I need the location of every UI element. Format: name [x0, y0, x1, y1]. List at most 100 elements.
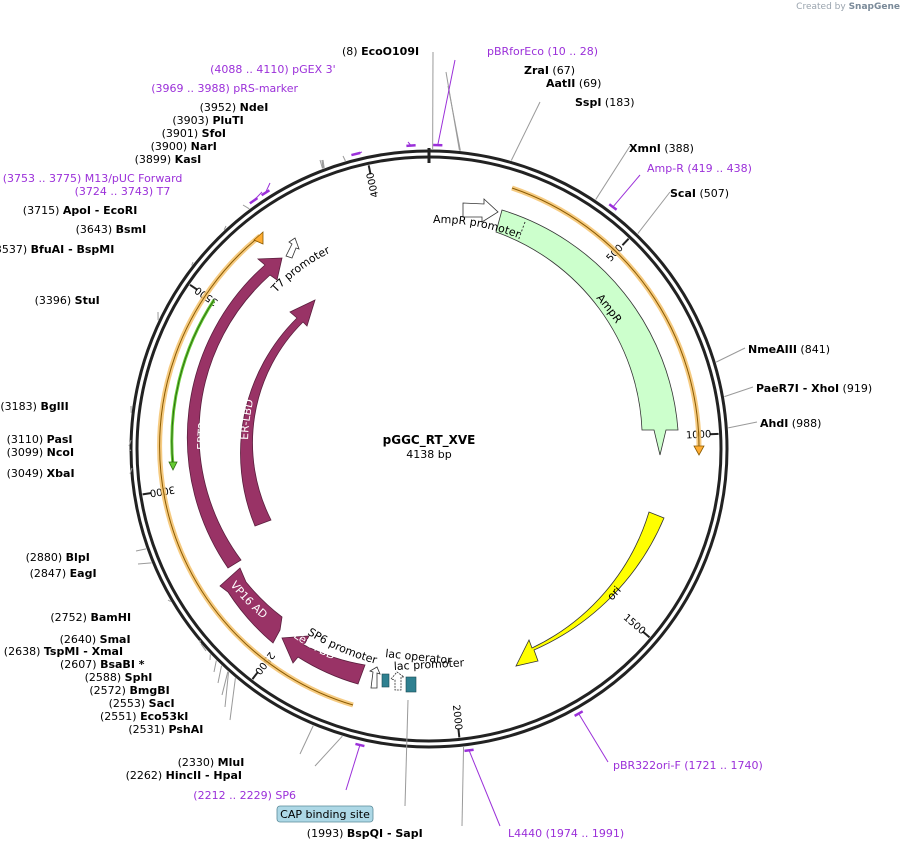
snapgene-credit: Created by SnapGene — [796, 2, 900, 12]
mlui-leader — [299, 725, 314, 755]
primer-pbr322ori-f: pBR322ori-F (1721 .. 1740) — [613, 759, 763, 772]
enzyme-saci: (2553) SacI — [109, 697, 175, 710]
primer-pgex: (4088 .. 4110) pGEX 3' — [210, 63, 336, 76]
aatii-leader — [447, 85, 461, 151]
enzyme-mlui: (2330) MluI — [178, 756, 245, 769]
prs-site — [351, 151, 361, 157]
primer-ampr-primer: Amp-R (419 .. 438) — [647, 162, 752, 175]
tick-mark — [367, 165, 372, 175]
primer-m13: (3753 .. 3775) M13/pUC Forward — [3, 172, 183, 185]
enzyme-xbai: (3049) XbaI — [7, 467, 75, 480]
bami-leader — [167, 599, 171, 603]
vp16-ad-feature — [219, 567, 283, 644]
ncoi-leader — [128, 449, 132, 452]
sfoi-leader — [321, 159, 324, 169]
sp6-leader — [345, 744, 361, 791]
cap-binding-box — [276, 805, 374, 823]
enzyme-bsmi: (3643) BsmI — [76, 223, 147, 236]
orf-arc-right-line — [511, 187, 700, 453]
orf-right-arrowhead — [693, 445, 705, 456]
pluti-leader — [322, 159, 325, 168]
eagi-leader — [137, 562, 152, 565]
cap-leader — [404, 699, 409, 807]
pbr322ori-f-leader — [578, 713, 609, 763]
tick-mark — [457, 728, 461, 738]
m13-site — [260, 189, 271, 197]
ampr-primer-site — [608, 203, 618, 211]
sp6-promoter-feature — [369, 666, 381, 689]
plasmid-name: pGGC_RT_XVE — [383, 433, 476, 448]
enzyme-bmgbi: (2572) BmgBI — [89, 684, 169, 697]
enzyme-eco53ki: (2551) Eco53kI — [100, 710, 188, 723]
tick-mark — [642, 630, 651, 639]
cds-green-arrowhead — [168, 461, 178, 471]
xbai-leader — [129, 467, 133, 474]
pgex-site — [406, 144, 416, 148]
ori-feature — [515, 511, 665, 667]
enzyme-sspi: SspI (183) — [575, 96, 635, 109]
kasi-leader — [319, 159, 323, 169]
saci-leader — [221, 671, 229, 696]
enzyme-sphi: (2588) SphI — [85, 671, 153, 684]
enzyme-eagi: (2847) EagI — [30, 567, 97, 580]
tick-mark — [621, 237, 630, 246]
enzyme-sfoi: (3901) SfoI — [162, 127, 226, 140]
plasmid-size: 4138 bp — [406, 448, 451, 461]
tick-label: 4000 — [365, 171, 381, 198]
primer-prs: (3969 .. 3988) pRS-marker — [151, 82, 298, 95]
enzyme-tspmi: (2638) TspMI - XmaI — [4, 645, 123, 658]
ampr-feature — [495, 209, 679, 456]
primer-t7: (3724 .. 3743) T7 — [75, 185, 171, 198]
tick-mark — [251, 671, 259, 680]
enzyme-bfuai: (3537) BfuAI - BspMI — [0, 243, 114, 256]
apoi-leader — [242, 204, 250, 210]
enzyme-zrai: ZraI (67) — [524, 64, 575, 77]
t7-promoter-feature — [285, 237, 300, 259]
hincii-leader — [314, 735, 343, 767]
tick-label: 1500 — [621, 612, 647, 637]
blpi-leader — [135, 548, 147, 552]
cap-binding-label: CAP binding site — [280, 808, 370, 821]
paer7i-leader — [724, 386, 754, 398]
primer-pbrforeco: pBRforEco (10 .. 28) — [487, 45, 598, 58]
label-leaders — [128, 51, 758, 827]
enzyme-ncoi: (3099) NcoI — [7, 446, 74, 459]
primer-l4440: L4440 (1974 .. 1991) — [508, 827, 624, 840]
l4440-site — [464, 748, 474, 753]
enzyme-blpi: (2880) BlpI — [26, 551, 90, 564]
tick-mark — [189, 283, 198, 291]
pbrforeco-leader — [437, 59, 456, 146]
ampr-split-mark — [517, 221, 526, 242]
enzyme-hincii: (2262) HincII - HpaI — [126, 769, 242, 782]
pasi-leader — [128, 439, 132, 447]
ndei-leader — [342, 155, 346, 162]
er-lbd-feature — [240, 299, 316, 527]
tick-label: 2000 — [450, 704, 464, 730]
tick-mark — [142, 491, 152, 496]
enzyme-bglii: (3183) BglII — [0, 400, 68, 413]
enzyme-stui: (3396) StuI — [35, 294, 100, 307]
enzyme-smai: (2640) SmaI — [60, 633, 131, 646]
tspmi-leader — [200, 643, 207, 652]
enzyme-pluti: (3903) PluTI — [172, 114, 243, 127]
xmni-leader — [595, 145, 631, 200]
cds-green-arc-edge — [171, 299, 215, 467]
enzyme-pshai: (2531) PshAI — [128, 723, 203, 736]
enzyme-ahdi: AhdI (988) — [760, 417, 821, 430]
t7-site — [249, 197, 259, 205]
enzyme-nari: (3900) NarI — [151, 140, 217, 153]
sphi-leader — [213, 660, 217, 673]
enzyme-nmeaiii: NmeAIII (841) — [748, 343, 830, 356]
ert2-feature — [186, 257, 283, 569]
enzyme-xmni: XmnI (388) — [629, 142, 694, 155]
enzyme-scai: ScaI (507) — [670, 187, 729, 200]
eco53ki-leader — [224, 672, 230, 708]
ampr-primer-leader — [612, 174, 641, 208]
lac-promoter-label: lac promoter — [393, 656, 464, 673]
bspqi-leader — [461, 746, 465, 827]
ahdi-leader — [728, 421, 758, 429]
enzyme-bspqi: (1993) BspQI - SapI — [307, 827, 423, 840]
enzyme-kasi: (3899) KasI — [135, 153, 202, 166]
